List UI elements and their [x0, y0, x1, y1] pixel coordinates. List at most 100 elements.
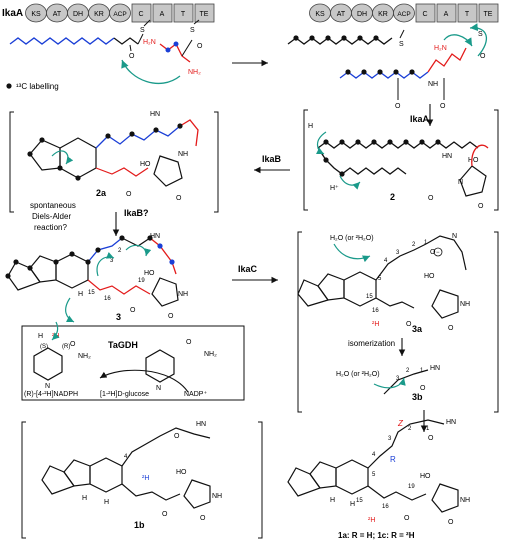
- domain-label-a: A: [160, 11, 165, 18]
- stereo-s: (S): [40, 344, 48, 350]
- label-dot: [129, 131, 135, 137]
- h2n-right: H₂N: [434, 45, 447, 52]
- h-1a-2: H: [350, 501, 355, 508]
- o-3a-3: O: [448, 325, 454, 332]
- tagdh-label: TaGDH: [108, 340, 138, 350]
- compound-1a-label: 1a: R = H; 1c: R = ²H: [338, 531, 415, 540]
- n3a: N: [452, 233, 457, 240]
- nadp-nh2: NH₂: [204, 351, 217, 358]
- s-right-2: S: [478, 31, 483, 38]
- thioester-s-right: S: [399, 41, 404, 48]
- num-16-in-3: 16: [104, 296, 111, 302]
- chain-black-left: [113, 37, 139, 45]
- num-5-1a: 5: [372, 472, 376, 478]
- domain-label-te: TE: [200, 11, 209, 18]
- domain-te: [194, 3, 215, 23]
- h-atom-2: H: [308, 123, 313, 130]
- num-15-3a: 15: [366, 294, 373, 300]
- num-3-3a: 3: [396, 250, 400, 256]
- label-dot: [371, 139, 377, 145]
- o-3a-1: O: [430, 249, 436, 256]
- num-3-1a: 3: [388, 436, 392, 442]
- stereo-r: (R): [62, 344, 70, 350]
- glucose-label: [1-²H]D-glucose: [100, 391, 149, 398]
- o-3a: O: [130, 307, 136, 314]
- d-1b: ²H: [142, 475, 149, 482]
- nh-right: NH: [428, 81, 438, 88]
- ikaA-enzyme-label: IkaA: [2, 8, 23, 19]
- domain-label-t: T: [181, 11, 186, 18]
- label-dot: [323, 157, 329, 163]
- num-1-3a: 1: [424, 240, 428, 246]
- label-dot: [393, 69, 399, 75]
- labelling-legend: ¹³C labelling: [16, 82, 59, 91]
- label-dot: [177, 123, 183, 129]
- ornithine-o: O: [197, 43, 203, 50]
- domain-c: [131, 3, 152, 23]
- compound-2-chain: [317, 141, 479, 149]
- num-4-1a: 4: [372, 452, 376, 458]
- num-19-in-3: 19: [138, 278, 145, 284]
- num-3-in-3: 3: [110, 258, 114, 264]
- ornithine-nh2: NH₂: [188, 69, 201, 76]
- domain-label-kr: KR: [94, 11, 104, 18]
- cyclization-arrow-right: [469, 23, 488, 57]
- label-dot: [105, 133, 111, 139]
- label-dot: [293, 35, 299, 41]
- label-dot: [75, 175, 81, 181]
- num-15-1a: 15: [356, 498, 363, 504]
- num-4-3a: 4: [384, 258, 388, 264]
- label-dot: [5, 273, 11, 279]
- nadph-o: O: [70, 341, 76, 348]
- nadph-h: H: [38, 333, 43, 340]
- nh-2a: NH: [178, 151, 188, 158]
- ho-3: HO: [144, 270, 155, 277]
- o-3b: O: [420, 385, 426, 392]
- svg-text:−: −: [436, 250, 440, 256]
- label-dot: [95, 247, 101, 253]
- hn-2: HN: [442, 153, 452, 160]
- num-2-1a: 2: [408, 426, 412, 432]
- o-2b: O: [478, 203, 484, 210]
- condensation-arrow: [121, 59, 181, 85]
- domain-label-at: AT: [337, 11, 346, 18]
- domain-label-t: T: [465, 11, 470, 18]
- domain-label-acp: ACP: [113, 11, 126, 18]
- label-dot: [169, 259, 175, 265]
- domain-label-c: C: [422, 11, 427, 18]
- num-15-in-3: 15: [88, 290, 95, 296]
- label-dot: [325, 35, 331, 41]
- num-19-1a: 19: [408, 484, 415, 490]
- domain-te: [478, 3, 499, 23]
- oh-2: HO: [468, 157, 479, 164]
- label-dot: [69, 251, 75, 257]
- nh-3a: NH: [460, 301, 470, 308]
- o-2a: O: [428, 195, 434, 202]
- domain-label-te: TE: [484, 11, 493, 18]
- label-dot: [27, 265, 33, 271]
- domain-label-at: AT: [53, 11, 62, 18]
- label-dot: [435, 139, 441, 145]
- compound-2-label: 2: [390, 192, 395, 202]
- ho-2a: HO: [140, 161, 151, 168]
- o-3b: O: [168, 313, 174, 320]
- compound-3b-label: 3b: [412, 392, 423, 402]
- ho-3a: HO: [424, 273, 435, 280]
- nh-1b: NH: [212, 493, 222, 500]
- ornithine-s: S: [190, 27, 195, 34]
- compound-1b: HN HO NH O O O 4 ²H H H 1b: [21, 421, 263, 539]
- n-2: N: [458, 179, 463, 186]
- label-dot: [13, 259, 19, 265]
- o-1b-2: O: [162, 511, 168, 518]
- compound-1b-label: 1b: [134, 520, 145, 530]
- nadph-n: N: [45, 383, 50, 390]
- d-1a: ²H: [368, 517, 375, 524]
- domain-t: [457, 3, 478, 23]
- nadp-o: O: [186, 339, 192, 346]
- label-dot: [409, 69, 415, 75]
- compound-3a-3b: H₂O (or ²H₂O) N HO NH O O O 1 2 3 4 5 15…: [297, 231, 499, 413]
- nadp-n: N: [156, 385, 161, 392]
- h-1a-1: H: [330, 497, 335, 504]
